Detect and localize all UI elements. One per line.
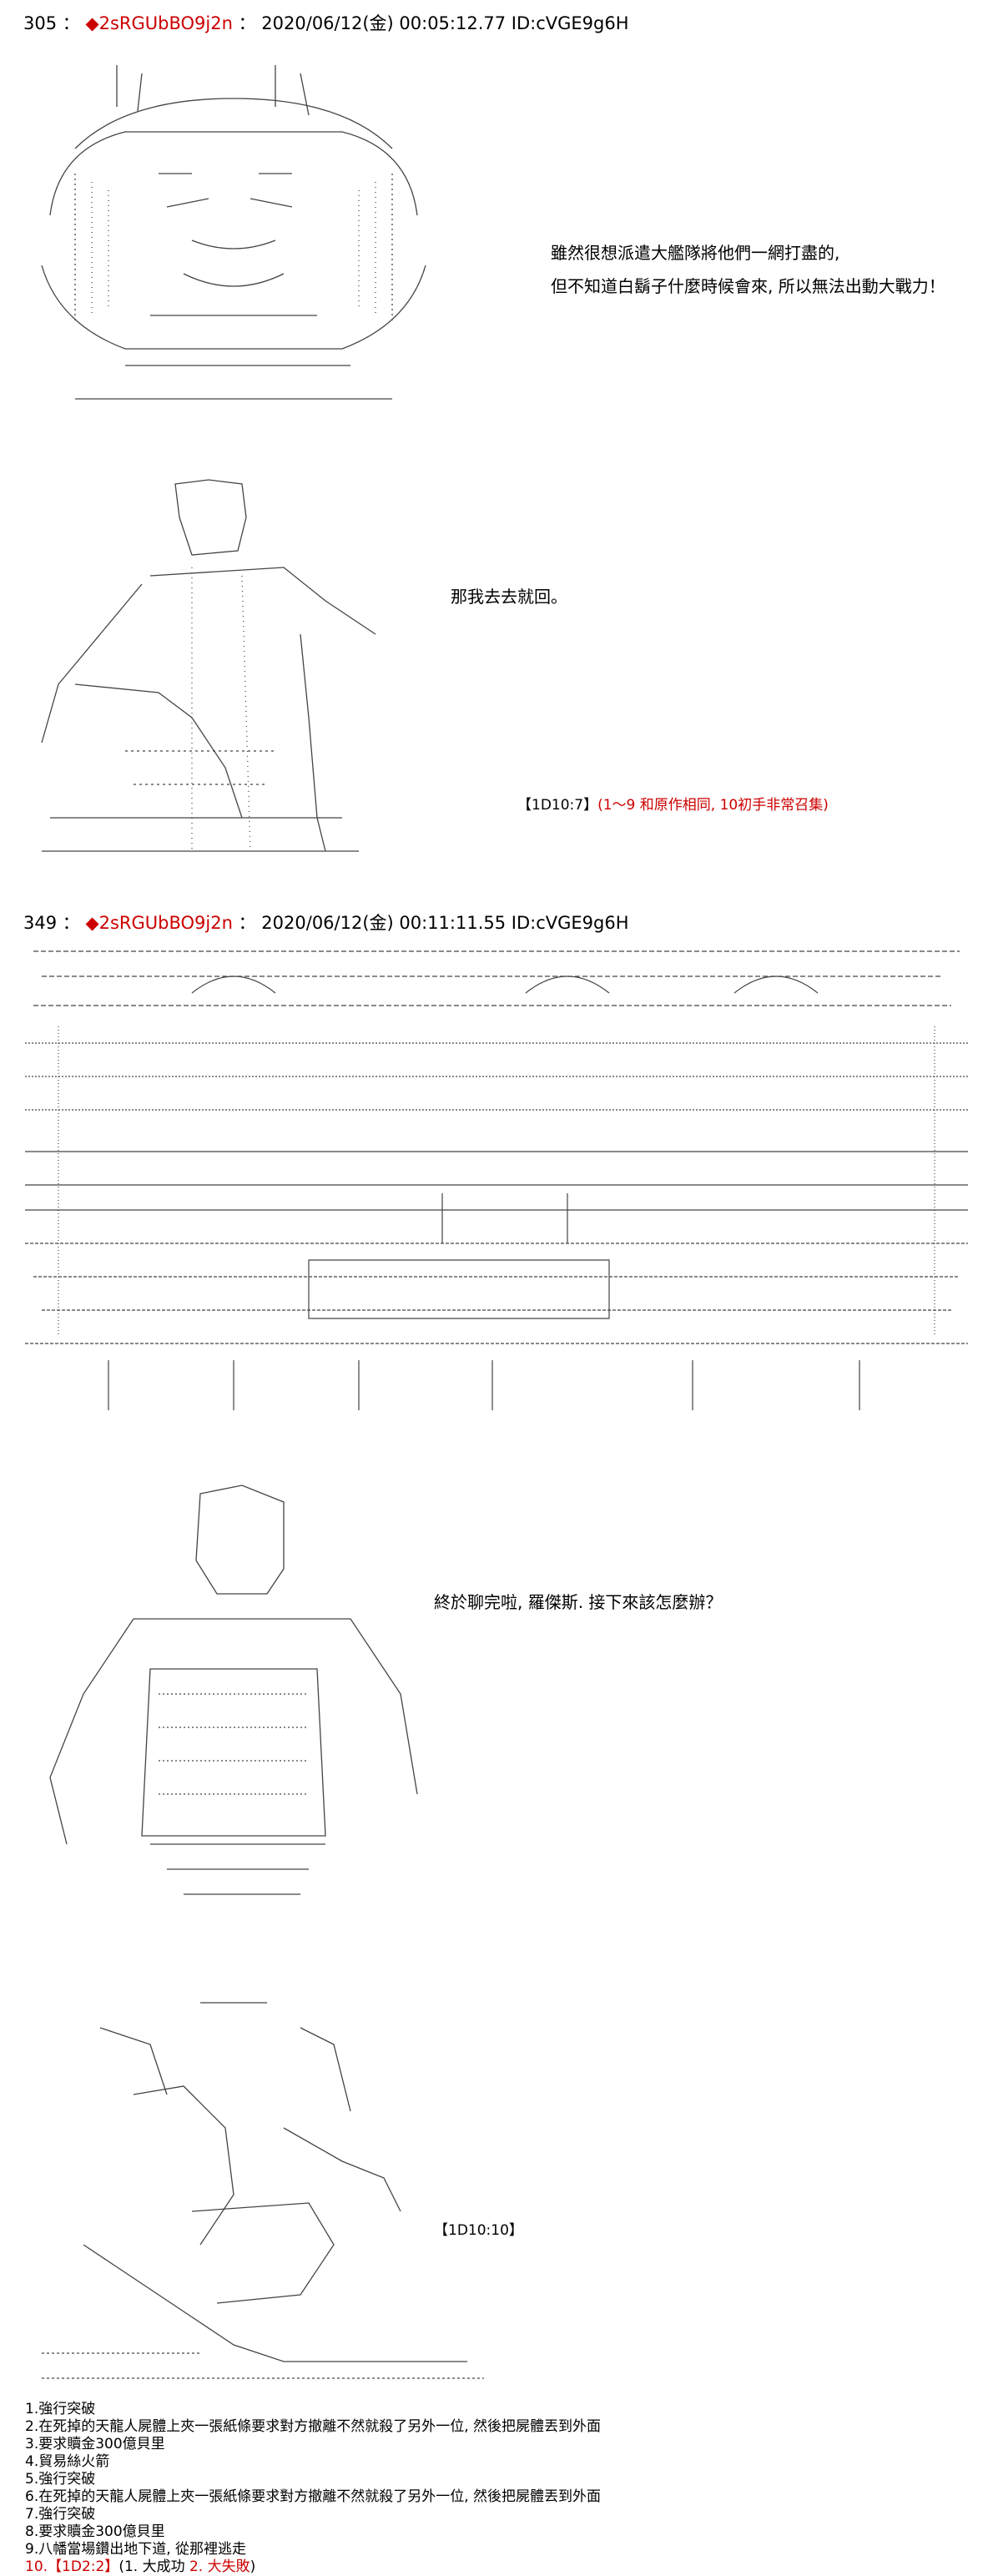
list-item: 4.貿易絲火箭 — [25, 2453, 110, 2470]
choice-number: 10. — [25, 2558, 48, 2575]
dialogue-block: 雖然很想派遣大艦隊將他們一網打盡的, 但不知道白鬍子什麼時候會來, 所以無法出動… — [551, 236, 945, 303]
roll-label: 【1D10:10】 — [434, 2222, 523, 2239]
battleships-fleet-art — [25, 943, 968, 1419]
roll-label: 【1D2:2】 — [48, 2558, 119, 2575]
list-item: 5.強行突破 — [25, 2471, 96, 2488]
roll-description: (1～9 和原作相同, 10初手非常召集) — [597, 797, 829, 814]
dice-roll: 【1D10:7】(1～9 和原作相同, 10初手非常召集) — [517, 793, 829, 814]
post-datetime: 2020/06/12(金) 00:05:12.77 ID:cVGE9g6H — [261, 13, 629, 33]
dice-roll: 【1D10:10】 — [434, 2218, 523, 2239]
dialogue-block: 那我去去就回。 — [451, 580, 567, 613]
roll-option: (1. 大成功 — [118, 2558, 189, 2575]
choices-list: 1.強行突破 2.在死掉的天龍人屍體上夾一張紙條要求對方撤離不然就殺了另外一位,… — [25, 2401, 601, 2576]
post-header-349: 349 ： ◆2sRGUbBO9j2n ： 2020/06/12(金) 00:1… — [23, 910, 629, 935]
list-item: 6.在死掉的天龍人屍體上夾一張紙條要求對方撤離不然就殺了另外一位, 然後把屍體丟… — [25, 2488, 602, 2505]
list-item: 3.要求贖金300億貝里 — [25, 2436, 165, 2452]
dialogue-line: 終於聊完啦, 羅傑斯. 接下來該怎麼辦？ — [434, 1592, 723, 1612]
dialogue-line: 雖然很想派遣大艦隊將他們一網打盡的, — [551, 243, 840, 263]
list-item: 8.要求贖金300億貝里 — [25, 2523, 165, 2540]
poster-trip: ◆2sRGUbBO9j2n — [85, 913, 233, 933]
list-item: 1.強行突破 — [25, 2401, 96, 2417]
whitebeard-face-art — [25, 48, 442, 416]
dialogue-block: 終於聊完啦, 羅傑斯. 接下來該怎麼辦？ — [434, 1585, 722, 1619]
post-number: 349 — [23, 913, 58, 933]
dialogue-line: 但不知道白鬍子什麼時候會來, 所以無法出動大戰力！ — [551, 276, 945, 296]
post-header-305: 305 ： ◆2sRGUbBO9j2n ： 2020/06/12(金) 00:0… — [23, 10, 629, 35]
post-datetime: 2020/06/12(金) 00:11:11.55 ID:cVGE9g6H — [261, 913, 629, 933]
list-item: 9.八幡當場鑽出地下道, 從那裡逃走 — [25, 2541, 247, 2558]
post-separator: ： — [238, 13, 256, 33]
post-separator: ： — [238, 913, 256, 933]
list-item: 2.在死掉的天龍人屍體上夾一張紙條要求對方撤離不然就殺了另外一位, 然後把屍體丟… — [25, 2418, 602, 2435]
roll-result: 2. 大失敗 — [189, 2558, 250, 2575]
post-separator: ： — [62, 913, 80, 933]
post-separator: ： — [62, 13, 80, 33]
poster-trip: ◆2sRGUbBO9j2n — [85, 13, 233, 33]
post-number: 305 — [23, 13, 58, 33]
list-item-last: 10.【1D2:2】(1. 大成功 2. 大失敗) — [25, 2558, 601, 2576]
dialogue-line: 那我去去就回。 — [451, 587, 567, 607]
roll-close: ) — [250, 2558, 256, 2575]
akainu-figure-art — [25, 467, 417, 868]
list-item: 7.強行突破 — [25, 2506, 96, 2523]
crouching-figure-art — [33, 1994, 501, 2395]
bulky-man-art — [33, 1477, 434, 1928]
roll-label: 【1D10:7】 — [517, 797, 598, 814]
